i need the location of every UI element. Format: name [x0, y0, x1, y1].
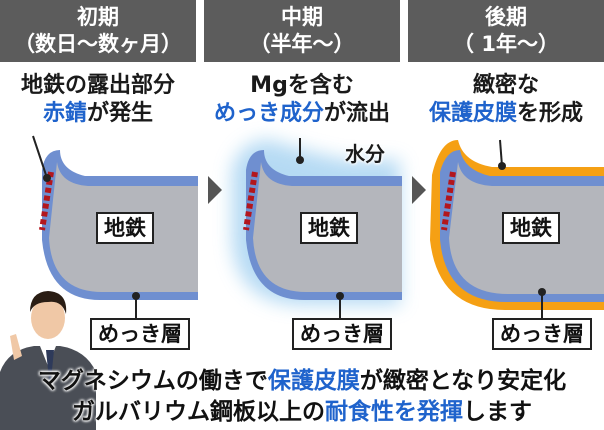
panel-3-caption: 緻密な 保護皮膜を形成	[408, 72, 604, 128]
panel-3-coating-label: めっき層	[492, 318, 592, 350]
panel-3-film-pointer	[499, 139, 503, 167]
panel-2-coating-label: めっき層	[292, 318, 392, 350]
panel-3-period: （ 1年〜）	[453, 32, 559, 56]
panel-3-caption-highlight: 保護皮膜	[428, 101, 517, 126]
panel-3-caption-line2: 保護皮膜を形成	[408, 100, 604, 128]
summary-line-1-highlight: 保護皮膜	[267, 368, 360, 394]
panel-3-substrate-label: 地鉄	[502, 212, 560, 244]
panel-1-substrate-label: 地鉄	[96, 212, 154, 244]
panel-2-header: 中期 （半年〜）	[204, 0, 400, 62]
panel-1-period: （数日〜数ヶ月）	[14, 32, 182, 56]
panel-3-film-pointer-dot	[498, 162, 506, 170]
summary-line-1-post: が緻密となり安定化	[359, 368, 567, 394]
summary-line-1: マグネシウムの働きで保護皮膜が緻密となり安定化	[0, 366, 604, 396]
summary-line-2: ガルバリウム鋼板以上の耐食性を発揮します	[0, 397, 604, 427]
panel-1-rust-pointer	[32, 135, 48, 179]
panel-2-red-rust	[243, 171, 258, 231]
panel-2-caption: Mgを含む めっき成分が流出	[204, 72, 400, 128]
summary-line-1-pre: マグネシウムの働きで	[37, 368, 268, 394]
panel-2-title: 中期	[281, 5, 323, 29]
panel-1-caption-line1: 地鉄の露出部分	[20, 73, 175, 98]
panel-2-caption-line1: Mgを含む	[250, 73, 354, 98]
presenter-avatar	[0, 291, 96, 430]
panel-3-caption-rest: を形成	[517, 101, 584, 126]
panel-1-title: 初期	[77, 5, 119, 29]
triangle-right-icon	[208, 176, 222, 204]
panel-3-red-rust	[441, 171, 456, 231]
panel-2-substrate-label: 地鉄	[300, 212, 358, 244]
panel-2-caption-line2: めっき成分が流出	[204, 100, 400, 128]
panel-2-caption-rest: が流出	[324, 101, 391, 126]
panel-2-flow-pointer-dot	[296, 156, 304, 164]
panel-1-red-rust	[39, 171, 54, 231]
panel-3-coating-pointer-dot	[538, 288, 546, 296]
panel-3-header: 後期 （ 1年〜）	[408, 0, 604, 62]
panel-1-rust-pointer-dot	[43, 174, 51, 182]
panel-3-title: 後期	[485, 5, 527, 29]
summary-line-2-pre: ガルバリウム鋼板以上の	[72, 399, 325, 425]
panel-1-caption-line2: 赤錆が発生	[0, 100, 196, 128]
panel-2-caption-highlight: めっき成分	[213, 101, 324, 126]
panel-1-coating-pointer-dot	[132, 292, 140, 300]
panel-2-water-label: 水分	[345, 142, 385, 166]
panel-2-coating-pointer-dot	[336, 292, 344, 300]
panel-1-caption: 地鉄の露出部分 赤錆が発生	[0, 72, 196, 128]
panel-3-caption-line1: 緻密な	[472, 73, 539, 98]
panel-1-caption-rest: が発生	[87, 101, 154, 126]
panel-1-coating-label: めっき層	[90, 318, 190, 350]
panel-1-caption-highlight: 赤錆	[42, 101, 87, 126]
triangle-right-icon	[412, 176, 426, 204]
panel-2-period: （半年〜）	[249, 32, 355, 56]
summary-line-2-highlight: 耐食性を発揮	[325, 399, 463, 425]
summary-line-2-post: します	[463, 399, 532, 425]
panel-1-header: 初期 （数日〜数ヶ月）	[0, 0, 196, 62]
